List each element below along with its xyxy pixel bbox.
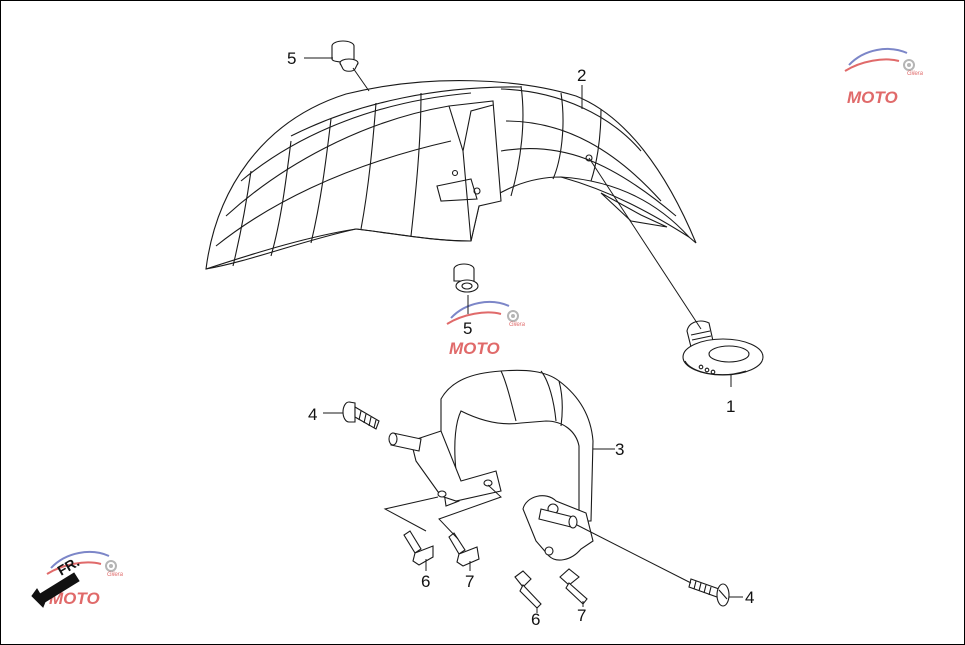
callout-5-middle: 5 <box>463 319 472 338</box>
callouts: 5 2 5 1 4 3 4 6 7 6 7 <box>287 49 754 629</box>
callout-6-right: 6 <box>531 610 540 629</box>
bolt-left-part <box>342 401 380 430</box>
bolt-right-part <box>688 578 730 607</box>
watermark-bottom-left: MOTO Gilera <box>46 551 124 608</box>
front-direction-label: FR. <box>55 553 83 578</box>
svg-text:MOTO: MOTO <box>49 589 100 608</box>
callout-5-top: 5 <box>287 49 296 68</box>
fender-bracket-part <box>388 369 594 561</box>
leader-lines <box>304 57 743 613</box>
callout-7-left: 7 <box>465 572 474 591</box>
callout-4-left: 4 <box>308 405 317 424</box>
callout-1: 1 <box>726 397 735 416</box>
svg-text:Gilera: Gilera <box>509 322 526 328</box>
bolt-6-right-part <box>514 570 542 609</box>
svg-text:MOTO: MOTO <box>449 339 500 358</box>
front-fender-part <box>205 80 697 270</box>
bolt-7-left-part <box>448 532 480 567</box>
callout-3: 3 <box>615 440 624 459</box>
watermark-center: MOTO Gilera <box>446 301 526 358</box>
front-arrow-icon <box>31 572 80 608</box>
callout-2: 2 <box>577 66 586 85</box>
svg-text:Gilera: Gilera <box>907 71 924 77</box>
bolt-7-right-part <box>559 568 588 605</box>
callout-6-left: 6 <box>421 572 430 591</box>
svg-text:Gilera: Gilera <box>107 572 124 578</box>
rubber-cap-part <box>682 320 764 376</box>
grommet-top-part <box>331 40 359 72</box>
bolt-6-left-part <box>403 530 434 566</box>
grommet-middle-part <box>453 263 479 293</box>
watermark-top-right: MOTO Gilera <box>844 48 924 107</box>
callout-7-right: 7 <box>577 606 586 625</box>
callout-4-right: 4 <box>745 588 754 607</box>
svg-text:MOTO: MOTO <box>847 88 898 107</box>
